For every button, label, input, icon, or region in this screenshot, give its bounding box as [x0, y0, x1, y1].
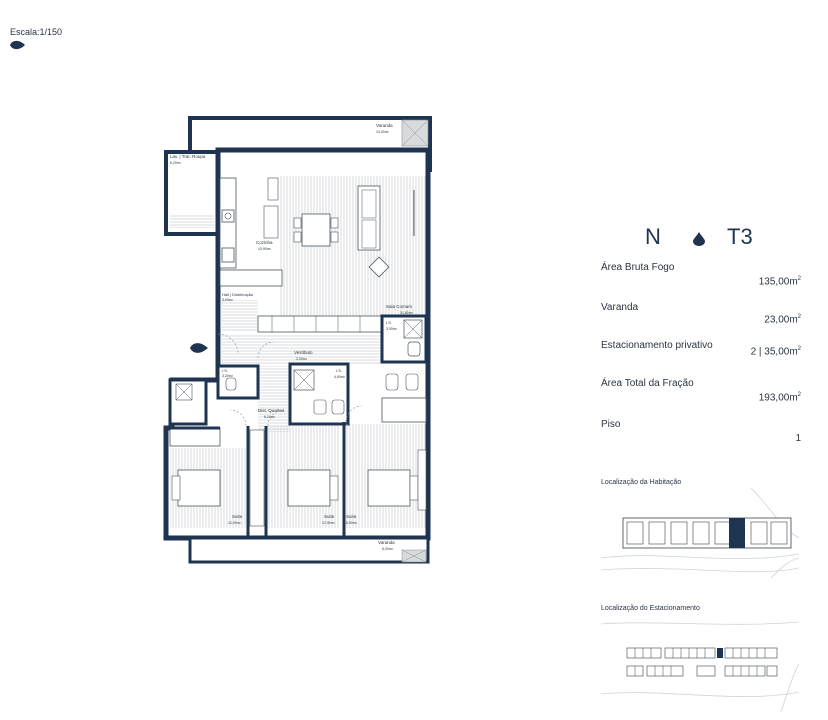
- location-parking-map: [600, 614, 800, 719]
- room-vestibulo: Vestíbulo: [294, 350, 313, 355]
- dwelling-highlight: [729, 518, 745, 548]
- area-label: Área Bruta Fogo: [601, 262, 675, 273]
- room-suite3-area: 15,50m²: [344, 521, 358, 525]
- room-lav-area: 6,20m²: [170, 161, 182, 165]
- room-vestibulo-area: 3,00m²: [296, 357, 308, 361]
- room-is2-area: 4,60m²: [334, 375, 346, 379]
- location-dwelling-map: [600, 487, 800, 587]
- parking-highlight: [717, 648, 723, 658]
- location-parking-title: Localização do Estacionamento: [601, 605, 700, 612]
- area-row-estacionamento: Estacionamento privativo 2 | 35,00m2: [601, 340, 801, 364]
- room-suite3: Suite: [346, 514, 357, 519]
- room-is3: I.S.: [386, 320, 392, 325]
- room-dist-area: 6,20m²: [264, 415, 276, 419]
- room-suite1: Suite: [232, 514, 243, 519]
- area-label: Piso: [601, 419, 621, 430]
- area-value: 193,00m2: [758, 392, 801, 404]
- north-label: N: [645, 224, 661, 249]
- area-label: Estacionamento privativo: [601, 340, 713, 351]
- area-value: 1: [795, 433, 801, 444]
- scale-label: Escala:1/150: [10, 27, 63, 37]
- room-sala-area: 31,80m²: [400, 311, 414, 315]
- area-label: Varanda: [601, 302, 639, 313]
- room-hall: Hall | Distribuição: [222, 292, 254, 297]
- room-hall-area: 3,90m²: [222, 298, 234, 302]
- room-suite2: Suite: [324, 514, 335, 519]
- room-lav: Lav. | Trat. Roupa: [170, 154, 206, 159]
- room-varanda-top-area: 10,00m²: [376, 130, 390, 134]
- north-drop-icon: [10, 40, 26, 50]
- area-row-varanda: Varanda 23,00m2: [601, 302, 801, 326]
- area-row-bruta: Área Bruta Fogo 135,00m2: [601, 262, 801, 288]
- location-dwelling-title: Localização da Habitação: [601, 479, 682, 486]
- room-is2: I.S.: [336, 368, 342, 373]
- room-is3-area: 3,00m²: [386, 327, 398, 331]
- room-varanda-bot-area: 6,00m²: [382, 547, 394, 551]
- floor-plan: Varanda 10,00m² Lav. | Trat. Roupa 6,20m…: [160, 110, 440, 570]
- room-is1-area: 3,20m²: [222, 374, 234, 378]
- area-label: Área Total da Fração: [601, 378, 694, 389]
- typology-label: T3: [727, 224, 753, 249]
- area-row-total: Área Total da Fração 193,00m2: [601, 378, 801, 404]
- room-sala: Sala Comum: [386, 304, 412, 309]
- room-cozinha-area: 10,90m²: [258, 247, 272, 251]
- room-suite2-area: 12,90m²: [322, 521, 336, 525]
- area-value: 2 | 35,00m2: [750, 346, 801, 358]
- room-varanda-bot: Varanda: [378, 540, 395, 545]
- area-value: 23,00m2: [764, 314, 801, 326]
- area-row-piso: Piso 1: [601, 419, 801, 444]
- room-suite1-area: 12,90m²: [228, 521, 242, 525]
- drop-icon: [693, 232, 705, 251]
- room-varanda-top: Varanda: [376, 123, 393, 128]
- room-dist: Dist. Quartos: [258, 408, 285, 413]
- typology-header: N T3: [645, 224, 770, 254]
- room-cozinha: Cozinha: [256, 240, 273, 245]
- area-value: 135,00m2: [758, 276, 801, 288]
- room-is1: I.S.: [222, 368, 228, 373]
